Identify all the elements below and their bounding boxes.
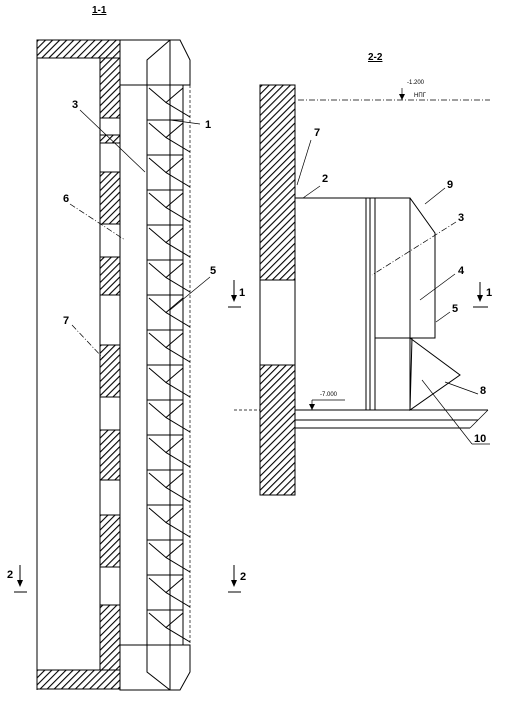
wall-upper-hatch (259, 84, 296, 281)
module-zigzag (148, 577, 191, 608)
svg-text:1: 1 (239, 287, 245, 299)
svg-text:8: 8 (480, 385, 486, 397)
svg-text:1: 1 (205, 119, 211, 131)
module-zigzag (148, 87, 191, 118)
section-2-2: 2-2 -1.200 НПГ -7.000 (234, 52, 492, 496)
module-zigzag (148, 192, 191, 223)
filter-modules (147, 84, 191, 643)
cut-marker-2-right: 2 (228, 565, 246, 593)
module-zigzag (148, 507, 191, 538)
svg-text:1: 1 (486, 287, 492, 299)
section-2-2-title: 2-2 (368, 52, 383, 63)
callout-8: 9 (424, 179, 453, 205)
svg-text:2: 2 (240, 571, 246, 583)
svg-text:6: 6 (63, 193, 69, 205)
cut-marker-1-mid: 1 (228, 280, 245, 308)
top-slab-hatch (36, 39, 121, 59)
hopper (409, 337, 461, 411)
callout-5: 5 (169, 265, 216, 311)
module-zigzag (148, 297, 191, 328)
svg-text:5: 5 (452, 303, 458, 315)
callout-7: 7 (63, 315, 104, 359)
cut-marker-2-left: 2 (7, 565, 27, 593)
elevation-bottom: -7.000 (234, 392, 489, 429)
module-zigzag (148, 472, 191, 503)
svg-text:9: 9 (447, 179, 453, 191)
svg-text:7: 7 (63, 315, 69, 327)
module-zigzag (148, 157, 191, 188)
module-zigzag (148, 437, 191, 468)
callout-1: 1 (169, 119, 211, 131)
bottom-hood (146, 644, 191, 691)
module-zigzag (148, 542, 191, 573)
module-zigzag (148, 122, 191, 153)
module-zigzag (148, 262, 191, 293)
svg-text:10: 10 (474, 433, 486, 445)
elevation-top: -1.200 НПГ (298, 80, 490, 101)
callout-10: 10 (421, 379, 490, 445)
svg-text:3: 3 (458, 212, 464, 224)
module-zigzag (148, 367, 191, 398)
svg-text:-1.200: -1.200 (407, 80, 425, 86)
filter-body (294, 197, 436, 411)
svg-text:4: 4 (458, 265, 465, 277)
callout-4: 4 (419, 265, 465, 301)
callout-5-b: 5 (435, 303, 458, 323)
section-1-1: 1-1 (7, 5, 246, 691)
section-1-1-title: 1-1 (92, 5, 107, 16)
svg-text:2: 2 (322, 173, 328, 185)
svg-text:2: 2 (7, 569, 13, 581)
callout-6: 6 (63, 193, 126, 241)
svg-text:-7.000: -7.000 (320, 392, 338, 398)
svg-text:3: 3 (72, 99, 78, 111)
module-zigzag (148, 402, 191, 433)
callout-3: 3 (72, 99, 146, 173)
module-zigzag (148, 227, 191, 258)
wall-piers (99, 57, 121, 671)
callout-7-b: 7 (296, 127, 320, 186)
bottom-slab-hatch (36, 669, 121, 690)
module-zigzag (148, 332, 191, 363)
wall-lower-hatch (259, 364, 296, 496)
module-zigzag (148, 612, 191, 643)
cut-marker-1-right: 1 (473, 282, 492, 308)
svg-text:5: 5 (210, 265, 216, 277)
wall-opening (259, 279, 296, 366)
svg-text:НПГ: НПГ (414, 93, 427, 99)
callout-2: 2 (302, 173, 328, 199)
callout-9: 8 (444, 381, 486, 397)
callout-3-b: 3 (371, 212, 464, 276)
svg-text:7: 7 (314, 127, 320, 139)
top-hood (146, 39, 191, 86)
